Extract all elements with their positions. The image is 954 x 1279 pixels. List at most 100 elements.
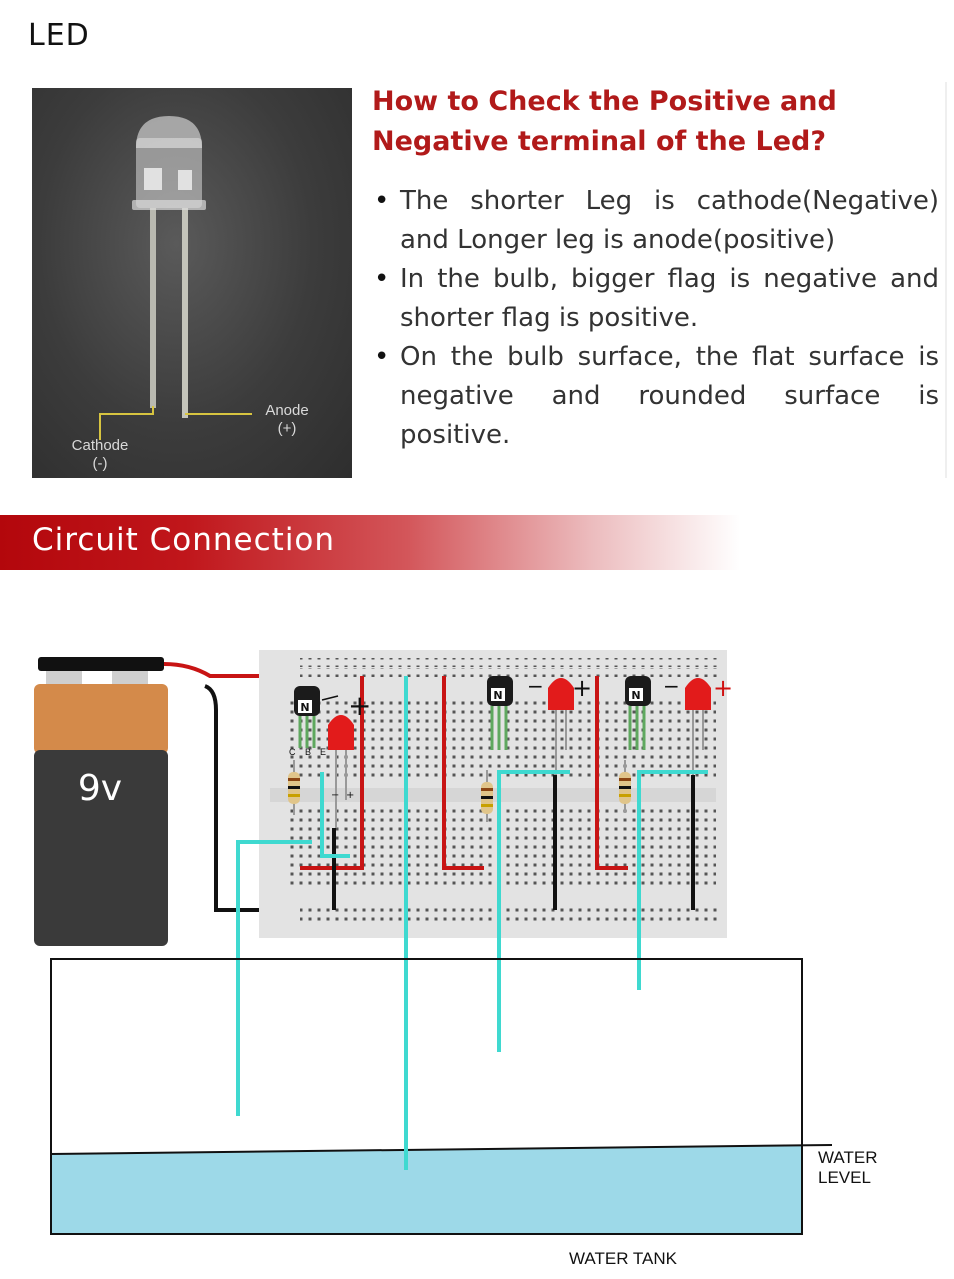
led-bulb	[685, 678, 711, 710]
resistor-3	[619, 760, 631, 812]
minus-sign-3: −	[663, 674, 680, 698]
resistor-band	[481, 804, 493, 807]
probe-wire-1	[236, 840, 312, 1116]
led1-plus-mark: +	[346, 790, 354, 801]
list-item: • In the bulb, bigger flag is negative an…	[374, 260, 939, 338]
red-wire-2	[442, 676, 484, 870]
bullet-icon: •	[374, 264, 390, 294]
battery-body	[34, 750, 168, 946]
resistor-1	[288, 760, 300, 815]
transistor-label: N	[300, 701, 309, 714]
info-bullet-list: • The shorter Leg is cathode(Negative) an…	[374, 182, 939, 455]
led-bulb-rim	[132, 200, 206, 210]
probe-wire-3	[637, 770, 708, 990]
battery-terminal-left	[46, 671, 82, 685]
plus-sign-3: +	[713, 674, 733, 702]
anode-label-text: Anode	[265, 402, 309, 419]
cathode-label: Cathode (-)	[58, 437, 142, 473]
transistor-2: N	[487, 676, 513, 750]
battery-terminal-right	[112, 671, 148, 685]
cathode-sign: (-)	[92, 455, 108, 472]
resistor-band	[481, 788, 493, 791]
minus-stroke-1	[321, 695, 339, 701]
bullet-text: In the bulb, bigger flag is negative and…	[400, 264, 939, 333]
page-title: LED	[28, 18, 90, 53]
transistor-badge	[491, 688, 505, 701]
battery-negative-wire	[204, 684, 300, 912]
red-wire-3	[595, 676, 628, 870]
cathode-leg	[150, 208, 156, 408]
cathode-label-text: Cathode	[71, 437, 129, 454]
plus-sign-2: +	[572, 674, 592, 702]
bullet-icon: •	[374, 186, 390, 216]
list-item: • On the bulb surface, the flat surface i…	[374, 338, 939, 455]
pin-label-c: C	[289, 747, 296, 757]
transistor-3: N	[625, 676, 651, 750]
led-bulb	[328, 715, 354, 750]
water-tank	[50, 958, 833, 1235]
led-1	[328, 715, 354, 828]
list-item: • The shorter Leg is cathode(Negative) an…	[374, 182, 939, 260]
water-tank-label: WATER TANK	[569, 1249, 677, 1268]
led1-minus-mark: −	[331, 790, 339, 801]
led-bulb-body	[136, 138, 202, 208]
water-fill	[51, 1145, 802, 1234]
led-3	[685, 678, 711, 775]
anode-sign: (+)	[277, 420, 297, 437]
led-anvil	[144, 168, 162, 190]
water-level-label: WATER LEVEL	[818, 1148, 878, 1188]
terminal-strip-bottom	[290, 808, 716, 890]
resistor-band	[619, 786, 631, 789]
probe-wire-1b	[320, 772, 350, 858]
resistor-2	[481, 770, 493, 822]
transistor-1: N	[294, 686, 320, 748]
led-bulb-dome	[136, 116, 202, 148]
plus-sign-1: +	[348, 689, 371, 722]
pin-label-b: B	[305, 747, 311, 757]
resistor-band	[288, 786, 300, 789]
section-title: Circuit Connection	[32, 522, 336, 558]
battery-connector	[38, 657, 164, 671]
water-level-line	[50, 1144, 833, 1155]
pin-label-e: E	[320, 747, 326, 757]
resistor-band	[481, 796, 493, 799]
minus-sign-2: −	[527, 674, 544, 698]
anode-label: Anode (+)	[256, 402, 318, 438]
battery-label: 9v	[78, 768, 122, 809]
info-heading: How to Check the Positive and Negative t…	[372, 82, 932, 162]
circuit-diagram: 9v N N N	[34, 650, 833, 1235]
battery-positive-wire	[163, 662, 300, 678]
water-level-line1: WATER	[818, 1148, 878, 1167]
led-illustration	[99, 116, 252, 440]
resistor-band	[619, 778, 631, 781]
info-heading-line1: How to Check the Positive and	[372, 86, 837, 117]
led-2	[548, 678, 574, 775]
transistor-badge	[298, 700, 312, 713]
led-bulb	[548, 678, 574, 710]
battery: 9v	[34, 657, 168, 946]
bullet-icon: •	[374, 342, 390, 372]
cathode-leader-line	[99, 406, 154, 440]
section-banner	[0, 515, 740, 570]
info-heading-line2: Negative terminal of the Led?	[372, 126, 826, 157]
power-rail-bottom-2	[300, 914, 720, 923]
battery-top	[34, 684, 168, 754]
water-level-line2: LEVEL	[818, 1168, 871, 1187]
info-panel: How to Check the Positive and Negative t…	[360, 82, 947, 478]
anode-leg	[182, 208, 188, 418]
tank-outline	[50, 958, 803, 1235]
led-photo: Anode (+) Cathode (-)	[32, 88, 352, 478]
resistor-band	[619, 794, 631, 797]
bullet-text: On the bulb surface, the flat surface is…	[400, 342, 939, 450]
transistor-badge	[629, 688, 643, 701]
resistor-band	[288, 794, 300, 797]
red-wire-1	[300, 676, 364, 870]
resistor-band	[288, 778, 300, 781]
led-post	[178, 170, 192, 190]
transistor-label: N	[493, 689, 502, 702]
power-rail-bottom-1	[300, 903, 720, 912]
power-rail-top-2	[300, 668, 720, 677]
power-rail-top-1	[300, 658, 720, 667]
transistor-label: N	[631, 689, 640, 702]
bullet-text: The shorter Leg is cathode(Negative) and…	[400, 186, 939, 255]
